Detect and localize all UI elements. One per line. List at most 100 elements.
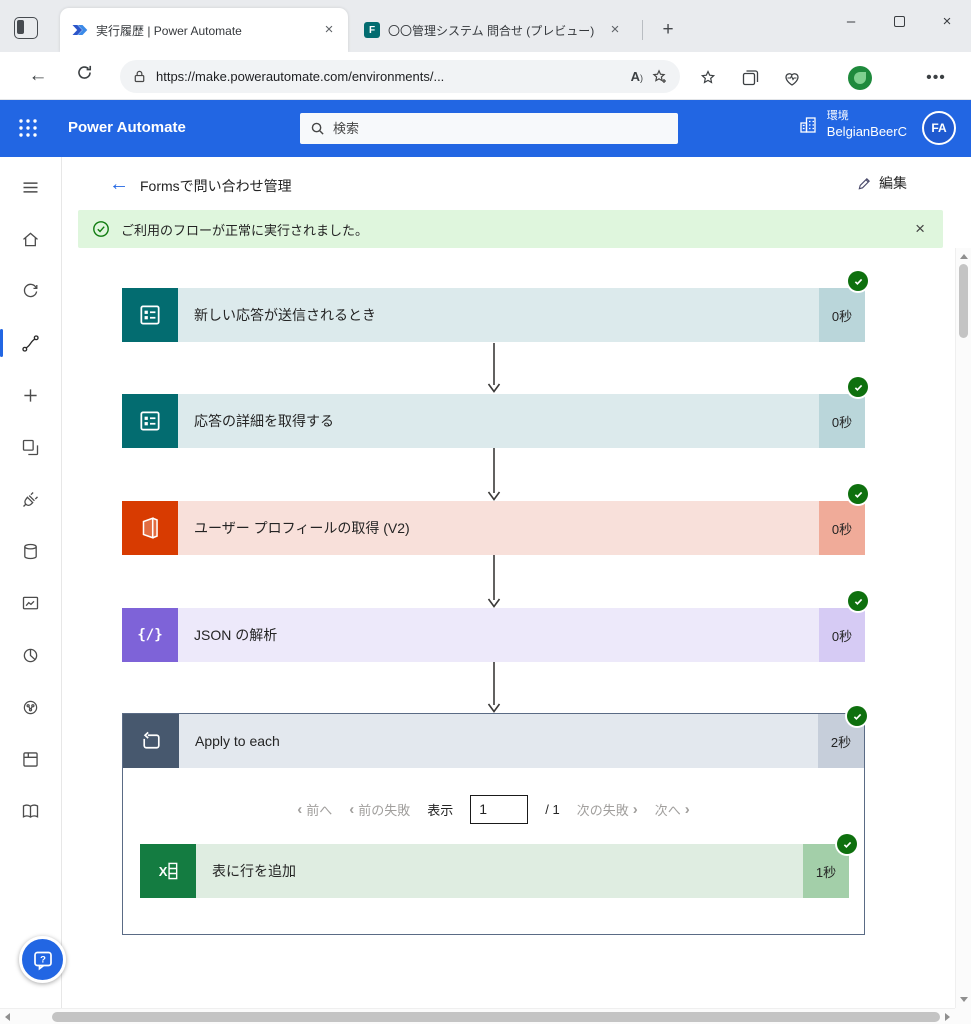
help-chat-button[interactable]: ? [19,936,66,983]
create-icon [24,388,37,402]
edit-button[interactable]: 編集 [857,173,907,193]
browser-addressbar: ← https://make.powerautomate.com/environ… [0,52,971,100]
sidebar-menu-button[interactable] [0,161,61,213]
sidebar-item-create[interactable] [0,369,61,421]
connector-arrow [487,448,501,501]
step-title: ユーザー プロフィールの取得 (V2) [178,501,819,555]
sidebar-item-templates[interactable] [0,421,61,473]
next-failed-button[interactable]: 次の失敗› [576,800,638,818]
tab-run-history[interactable]: 実行履歴 | Power Automate × [60,8,348,52]
step-add-row-to-table[interactable]: X 表に行を追加 1秒 [140,834,857,898]
scroll-right-icon[interactable] [945,1013,950,1021]
collections-icon[interactable] [736,65,764,91]
search-box[interactable] [300,113,678,144]
step-title: JSON の解析 [178,608,819,662]
sidebar-item-data[interactable] [0,525,61,577]
banner-message: ご利用のフローが正常に実行されました。 [121,222,369,238]
environment-label: 環境 [826,110,849,122]
sidebar-item-monitor[interactable] [0,577,61,629]
back-icon[interactable]: ← [28,65,48,86]
step-title: 新しい応答が送信されるとき [178,288,819,342]
display-label: 表示 [427,802,454,818]
tab-forms-preview[interactable]: F 〇〇管理システム 問合せ (プレビュー) × [352,8,634,52]
sidebar-item-learn[interactable] [0,785,61,837]
step-title: Apply to each [179,714,818,768]
scroll-up-icon[interactable] [960,254,968,259]
success-badge-icon [848,377,868,397]
sidebar-item-my-flows[interactable] [0,317,61,369]
tab-divider [642,20,643,40]
read-aloud-icon[interactable]: A) [630,69,643,84]
step-parse-json[interactable]: {/} JSON の解析 0秒 [122,591,868,662]
vertical-scrollbar-thumb[interactable] [959,264,968,338]
ai-builder-icon [23,648,38,662]
tab-actions-icon[interactable] [14,17,38,39]
page-total: / 1 [545,801,560,817]
extension-icon[interactable] [846,65,874,91]
page-title: Formsで問い合わせ管理 [140,178,292,194]
environment-name: BelgianBeerC [826,123,907,139]
svg-text:?: ? [40,954,46,965]
horizontal-scrollbar-thumb[interactable] [52,1012,940,1022]
step-duration: 2秒 [818,714,864,768]
sidebar-item-connectors[interactable] [0,473,61,525]
next-page-button[interactable]: 次へ› [654,800,690,818]
edit-label: 編集 [879,175,907,191]
svg-text:X: X [159,864,168,879]
scrollbar-corner [955,1008,971,1024]
tab-title: 実行履歴 | Power Automate [96,23,242,38]
browser-titlebar: 実行履歴 | Power Automate × F 〇〇管理システム 問合せ (… [0,0,971,52]
scroll-down-icon[interactable] [960,997,968,1002]
connector-arrow [487,555,501,608]
prev-page-button[interactable]: ‹前へ [297,800,333,818]
browser-essentials-icon[interactable] [778,65,806,91]
home-icon [23,232,38,246]
back-to-flow-icon[interactable]: ← [109,172,129,195]
page-number-input[interactable] [470,794,529,824]
sidebar-item-ai-builder[interactable] [0,629,61,681]
connectors-icon [23,491,38,507]
search-input[interactable] [333,121,668,136]
favorites-icon[interactable] [694,65,722,91]
prev-failed-button[interactable]: ‹前の失敗 [349,800,411,818]
my-flows-icon [22,334,39,352]
sidebar [0,157,62,1008]
add-favorite-icon[interactable] [652,68,668,85]
step-get-response-details[interactable]: 応答の詳細を取得する 0秒 [122,377,868,448]
app-name: Power Automate [68,119,186,136]
maximize-button[interactable] [875,0,923,42]
step-apply-to-each[interactable]: Apply to each 2秒 [123,706,867,768]
scroll-left-icon[interactable] [5,1013,10,1021]
close-button[interactable]: × [942,12,952,30]
tab-close-icon[interactable]: × [610,21,620,38]
run-history-toolbar: ← Formsで問い合わせ管理 編集 [62,157,971,210]
success-banner: ご利用のフローが正常に実行されました。 × [78,210,943,248]
step-new-response-trigger[interactable]: 新しい応答が送信されるとき 0秒 [122,271,868,342]
lock-icon [132,69,147,84]
sidebar-item-solutions[interactable] [0,733,61,785]
success-badge-icon [847,706,867,726]
refresh-icon[interactable] [76,64,93,81]
forms-icon [122,288,178,342]
minimize-button[interactable]: – [846,12,856,30]
success-check-icon [92,220,110,238]
url-bar[interactable]: https://make.powerautomate.com/environme… [120,60,680,93]
sidebar-item-process-mining[interactable] [0,681,61,733]
sidebar-item-home[interactable] [0,213,61,265]
sidebar-item-action-items[interactable] [0,265,61,317]
environment-selector[interactable]: 環境 BelgianBeerC [798,110,907,140]
new-tab-button[interactable]: + [662,19,674,40]
monitor-icon [22,596,39,609]
forms-icon [122,394,178,448]
help-bubble-icon: ? [33,951,52,970]
extension-badge-icon [848,66,872,90]
app-launcher-icon[interactable] [18,118,38,138]
tab-close-icon[interactable]: × [324,21,334,38]
loop-icon [123,714,179,768]
avatar[interactable]: FA [922,111,956,145]
environment-icon [798,115,818,135]
banner-close-icon[interactable]: × [915,219,925,238]
more-icon[interactable]: ••• [926,69,946,86]
step-get-user-profile[interactable]: ユーザー プロフィールの取得 (V2) 0秒 [122,484,868,555]
